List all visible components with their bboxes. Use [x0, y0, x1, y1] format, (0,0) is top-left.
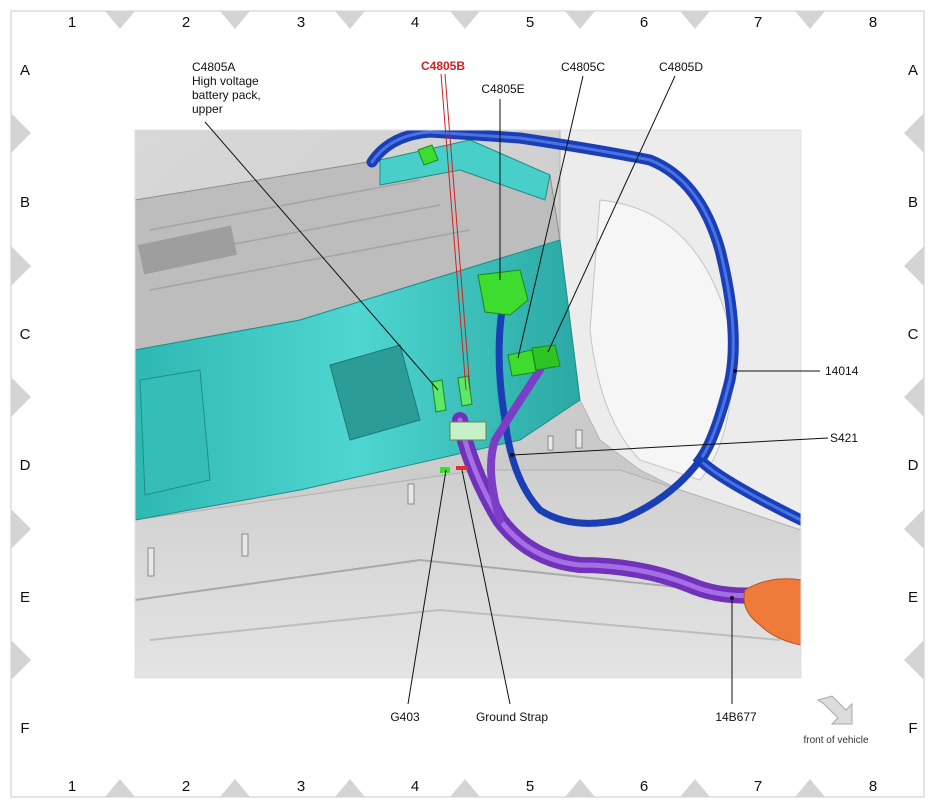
leader-lines	[204, 75, 829, 705]
grid-row-labels-left: A B C D E F	[20, 62, 31, 737]
callout-s421: S421	[830, 431, 858, 445]
callout-c4805a-line: High voltage	[192, 74, 259, 88]
battery-side-panel	[139, 369, 211, 496]
grid-col-label: 2	[182, 778, 190, 795]
inline-connector-upper	[417, 144, 439, 166]
callout-ground-strap: Ground Strap	[476, 710, 548, 724]
grid-column-labels-top: 1 2 3 4 5 6 7 8	[68, 14, 877, 31]
floor-rib	[149, 608, 781, 641]
grid-row-label: A	[20, 62, 30, 79]
grid-row-labels-right: A B C D E F	[908, 62, 919, 737]
leader-line-c4805b	[440, 73, 471, 391]
grid-row-label: A	[908, 62, 918, 79]
callout-c4805e: C4805E	[481, 82, 524, 96]
harness-14014-branch	[495, 306, 704, 527]
leader-endpoints	[510, 369, 737, 600]
grid-col-label: 1	[68, 778, 76, 795]
harness-14b677-highlight	[457, 417, 763, 599]
connector-c4805a	[431, 379, 447, 413]
illustration-border	[134, 129, 802, 679]
grid-col-label: 5	[526, 14, 534, 31]
grid-col-label: 8	[869, 14, 877, 31]
grid-row-label: B	[908, 194, 918, 211]
grid-row-label: D	[908, 457, 919, 474]
grid-col-label: 4	[411, 778, 419, 795]
grid-col-label: 7	[754, 778, 762, 795]
grid-col-label: 5	[526, 778, 534, 795]
ground-point-g403	[440, 467, 450, 473]
front-of-vehicle-arrow-icon	[816, 695, 853, 725]
grid-col-label: 4	[411, 14, 419, 31]
grid-col-label: 3	[297, 778, 305, 795]
vehicle-illustration	[135, 130, 801, 678]
grid-row-label: C	[908, 326, 919, 343]
battery-label-plate	[137, 225, 238, 275]
callout-14014: 14014	[825, 364, 859, 378]
callout-g403: G403	[390, 710, 420, 724]
callout-c4805a-line: upper	[192, 102, 223, 116]
grid-ticks-vertical	[11, 113, 924, 680]
orange-connector	[743, 578, 801, 646]
callout-14b677: 14B677	[715, 710, 757, 724]
callout-c4805c: C4805C	[561, 60, 605, 74]
callout-c4805b: C4805B	[421, 59, 465, 73]
grid-col-label: 1	[68, 14, 76, 31]
callout-c4805a-line: battery pack,	[192, 88, 261, 102]
grid-row-label: F	[908, 720, 917, 737]
grid-ticks-horizontal	[105, 11, 825, 797]
wheel-well	[589, 199, 733, 481]
ground-strap	[456, 466, 468, 470]
connector-c4805d	[531, 344, 561, 371]
grid-col-label: 2	[182, 14, 190, 31]
front-of-vehicle-label: front of vehicle	[803, 735, 868, 746]
grid-row-label: F	[20, 720, 29, 737]
grid-col-label: 7	[754, 14, 762, 31]
grid-row-label: D	[20, 457, 31, 474]
connector-c4805e	[477, 269, 529, 316]
junction-block	[449, 421, 487, 441]
grid-col-label: 6	[640, 14, 648, 31]
callout-c4805d: C4805D	[659, 60, 703, 74]
grid-col-label: 6	[640, 778, 648, 795]
mounting-studs	[147, 429, 583, 577]
grid-row-label: C	[20, 326, 31, 343]
grid-col-label: 3	[297, 14, 305, 31]
grid-row-label: E	[20, 589, 30, 606]
connector-c4805c	[507, 349, 537, 377]
grid-row-label: E	[908, 589, 918, 606]
battery-recess	[329, 344, 421, 441]
harness-14b677-branch	[487, 366, 544, 524]
callout-c4805a-line: C4805A	[192, 60, 235, 74]
grid-col-label: 8	[869, 778, 877, 795]
callout-c4805a: C4805A High voltage battery pack, upper	[192, 60, 264, 116]
grid-row-label: B	[20, 194, 30, 211]
grid-column-labels-bottom: 1 2 3 4 5 6 7 8	[68, 778, 877, 795]
